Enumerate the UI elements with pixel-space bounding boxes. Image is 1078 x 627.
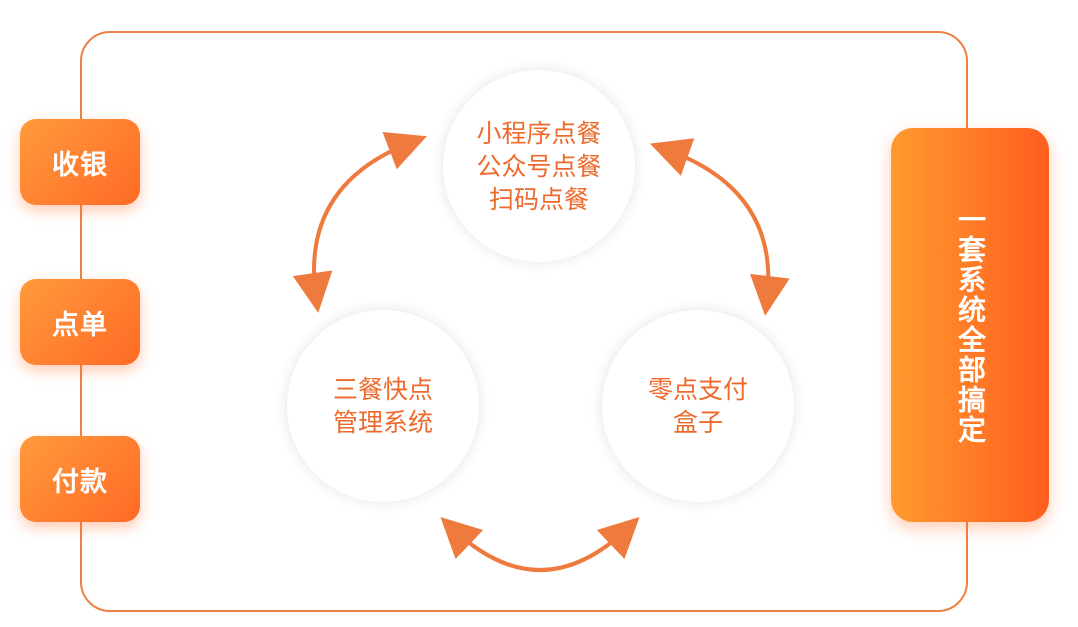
side-button-cashier[interactable]: 收银 [20, 119, 140, 205]
circle-management-system: 三餐快点 管理系统 [287, 310, 479, 502]
circle-payment-box: 零点支付 盒子 [602, 310, 794, 502]
side-button-order[interactable]: 点单 [20, 279, 140, 365]
arrow-bottom [440, 516, 640, 572]
circle-top-line-1: 小程序点餐 [476, 118, 602, 148]
circle-left-line-2: 管理系统 [332, 408, 433, 437]
circle-top-line-3: 扫码点餐 [488, 184, 589, 214]
circle-mini-program-ordering: 小程序点餐 公众号点餐 扫码点餐 [443, 70, 635, 262]
circle-left-line-1: 三餐快点 [332, 375, 433, 404]
summary-text: 一套系统全部搞定 [954, 205, 987, 445]
circle-right-line-2: 盒子 [672, 408, 723, 437]
summary-panel: 一套系统全部搞定 [891, 128, 1049, 522]
side-button-payment[interactable]: 付款 [20, 436, 140, 522]
arrow-top-right [649, 138, 790, 316]
arrow-top-left [292, 131, 427, 313]
circle-top-line-2: 公众号点餐 [476, 151, 602, 181]
circle-right-line-1: 零点支付 [647, 375, 748, 404]
